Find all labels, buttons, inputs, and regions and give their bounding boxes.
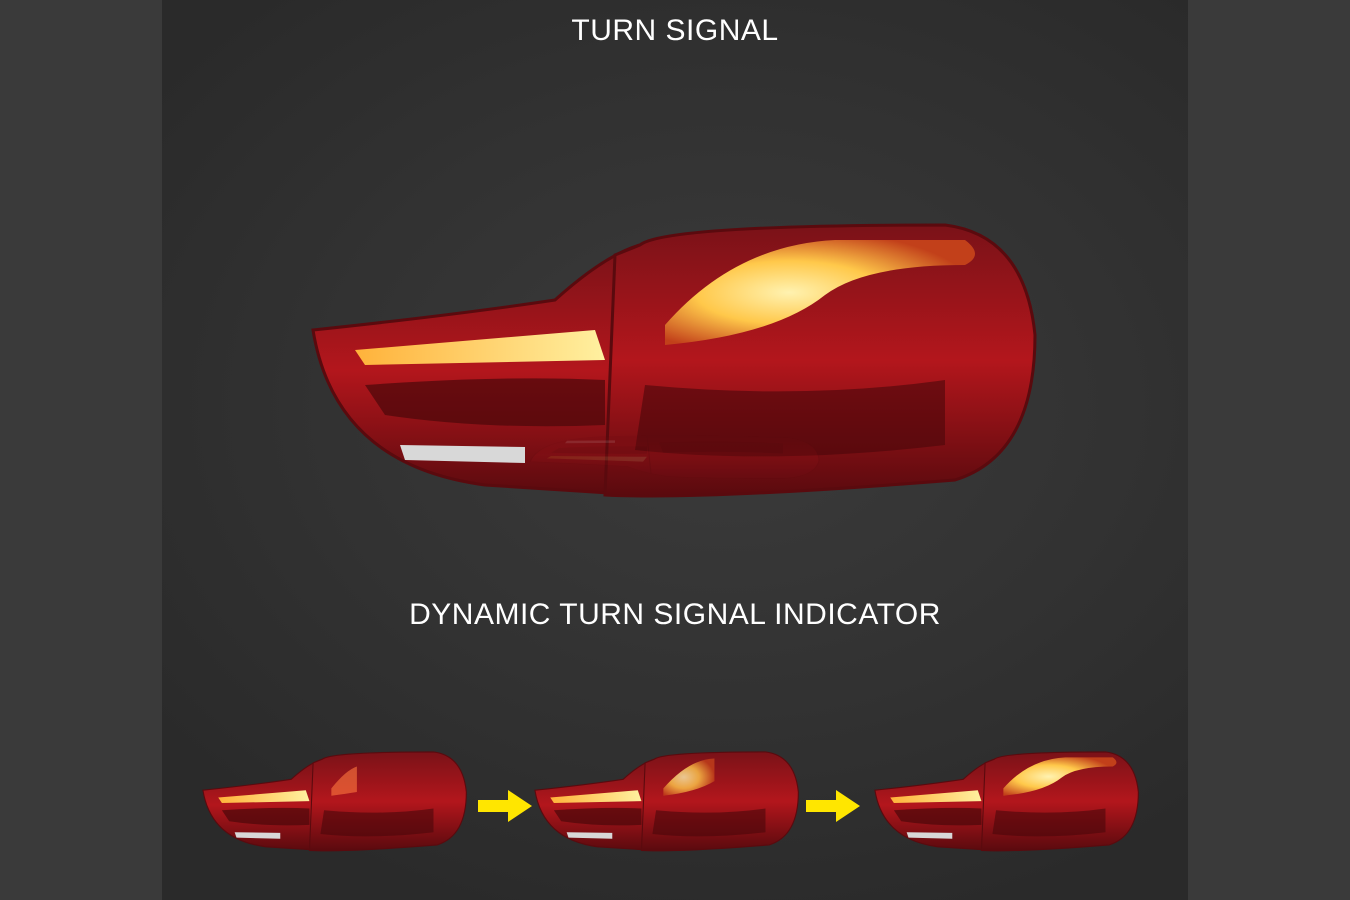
turn-signal-glow [1003,757,1117,796]
dynamic-indicator-heading: DYNAMIC TURN SIGNAL INDICATOR [409,598,941,631]
turn-signal-glow [331,766,357,796]
arrow-right-icon [806,790,860,822]
turn-signal-glow [663,758,715,796]
sequence-frame-1 [200,748,470,858]
sequence-frame-2 [532,748,802,858]
turn-signal-heading: TURN SIGNAL [571,14,779,47]
taillight-main-image [305,215,1045,515]
arrow-right-icon [478,790,532,822]
taillight-reflection [305,432,1045,480]
turn-signal-glow [665,240,975,345]
sequence-frame-3 [872,748,1142,858]
